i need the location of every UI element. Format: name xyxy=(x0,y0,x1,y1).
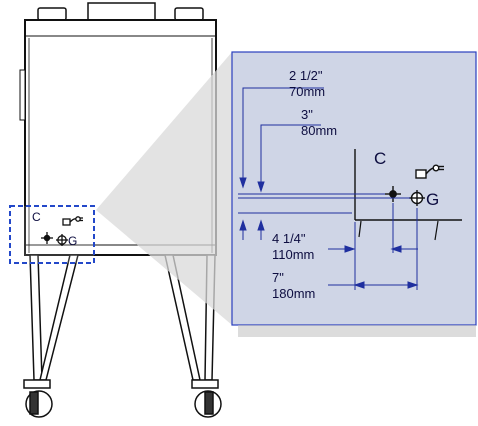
callout-box: C G xyxy=(9,205,95,264)
detail-ground-icon xyxy=(409,190,425,206)
dim-horizontal-2-metric: 180mm xyxy=(272,286,315,301)
zoom-wedge xyxy=(96,52,232,325)
right-cap xyxy=(174,7,204,21)
plug-icon xyxy=(62,216,83,226)
detail-leg-left xyxy=(358,220,362,238)
dim-vertical-2 xyxy=(257,124,321,193)
center-flue xyxy=(87,2,156,21)
detail-drawing: C G 2 1/2" 70mm xyxy=(238,68,462,301)
dim-horizontal-1-metric: 110mm xyxy=(272,247,314,262)
detail-panel xyxy=(231,51,477,326)
left-caster-plate xyxy=(23,379,51,389)
right-caster-fork xyxy=(204,391,214,415)
right-caster-plate xyxy=(191,379,219,389)
detail-leg-right xyxy=(434,220,439,241)
callout-box-border xyxy=(9,205,95,264)
casters xyxy=(23,379,222,418)
dim-horizontal-1 xyxy=(328,203,418,253)
left-caster-fork xyxy=(29,391,39,415)
dim-vertical-1-imperial: 2 1/2" xyxy=(289,68,323,83)
dim-horizontal-1-imperial: 4 1/4" xyxy=(272,231,306,246)
detail-label-g: G xyxy=(426,190,439,209)
top-fittings xyxy=(37,2,204,21)
crosshair-icon xyxy=(41,232,53,244)
left-cap xyxy=(37,7,67,21)
left-caster xyxy=(23,379,53,418)
detail-plug-icon xyxy=(415,164,444,179)
detail-crosshair-icon xyxy=(385,186,401,202)
dim-vertical-2-imperial: 3" xyxy=(301,107,313,122)
left-handle xyxy=(19,69,26,121)
dim-vertical-1-metric: 70mm xyxy=(289,84,325,99)
dim-reference-lines xyxy=(238,193,410,214)
dim-bottom-arrows xyxy=(239,219,265,240)
left-leg-front xyxy=(29,254,43,381)
callout-label-g: G xyxy=(68,234,77,248)
dim-vertical-1 xyxy=(239,87,324,189)
ground-icon xyxy=(56,234,68,246)
detail-label-c: C xyxy=(374,149,386,168)
callout-label-c: C xyxy=(32,210,41,224)
left-leg-brace xyxy=(39,254,79,381)
right-caster xyxy=(191,379,222,418)
dim-horizontal-2-imperial: 7" xyxy=(272,270,284,285)
dim-horizontal-2 xyxy=(328,208,419,290)
detail-panel-shadow xyxy=(238,325,476,337)
dim-vertical-2-metric: 80mm xyxy=(301,123,337,138)
